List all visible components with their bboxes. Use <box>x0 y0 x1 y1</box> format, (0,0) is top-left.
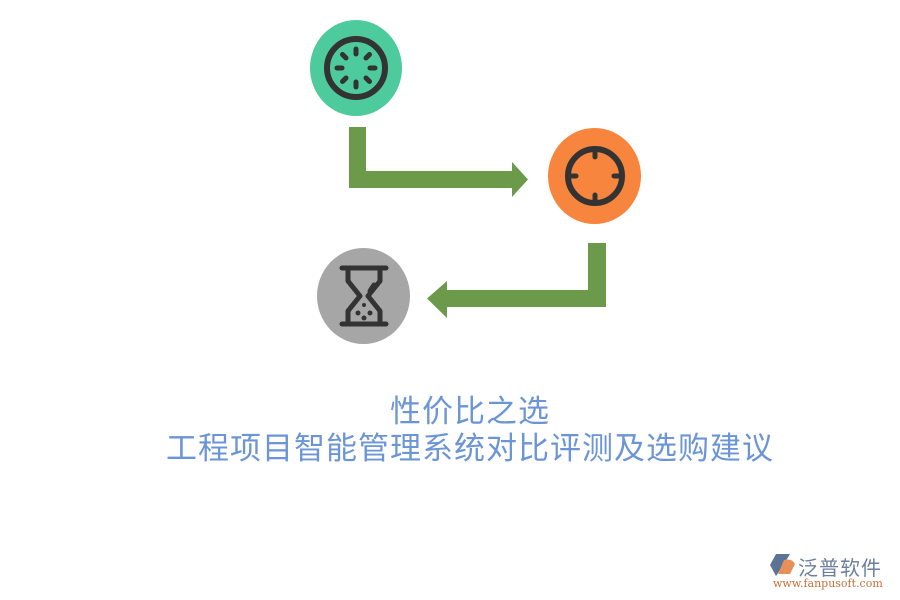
end-node <box>317 248 410 344</box>
logo-url: www.fanpusoft.com <box>773 577 883 590</box>
fanpu-logo-icon <box>770 554 795 576</box>
logo-name: 泛普软件 <box>798 556 882 580</box>
target-node <box>548 128 641 224</box>
hourglass-icon <box>339 265 388 327</box>
crosshair-target-icon <box>564 146 625 206</box>
arrow-target-to-end <box>427 243 606 318</box>
start-node <box>310 20 402 116</box>
loading-spinner-icon <box>324 36 388 100</box>
title-line-2: 工程项目智能管理系统对比评测及选购建议 <box>166 431 774 467</box>
arrow-start-to-target <box>349 127 528 197</box>
fanpu-logo: 泛普软件 www.fanpusoft.com <box>768 550 898 595</box>
title-line-1: 性价比之选 <box>390 394 550 430</box>
